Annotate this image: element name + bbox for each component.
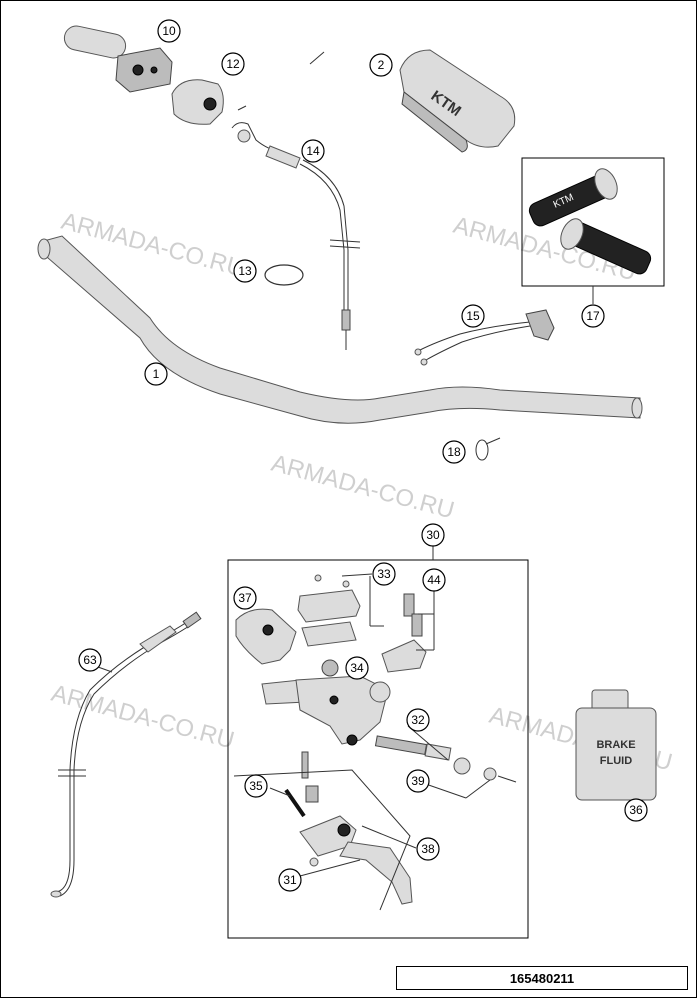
- grip-set: KTM: [528, 168, 652, 275]
- throttle-housing: [171, 79, 247, 125]
- callout-10: 10: [157, 19, 181, 43]
- svg-text:31: 31: [283, 873, 297, 887]
- svg-text:32: 32: [411, 713, 425, 727]
- callout-2: 2: [369, 53, 393, 77]
- svg-text:63: 63: [83, 653, 97, 667]
- callout-15: 15: [461, 304, 485, 328]
- callout-12: 12: [221, 52, 245, 76]
- spring: [284, 751, 319, 818]
- svg-text:2: 2: [378, 58, 385, 72]
- svg-text:34: 34: [350, 661, 364, 675]
- cable-tie: [475, 437, 501, 461]
- svg-text:15: 15: [466, 309, 480, 323]
- svg-text:18: 18: [447, 445, 461, 459]
- reservoir-cover: [297, 589, 361, 623]
- svg-text:13: 13: [238, 264, 252, 278]
- callout-33: 33: [372, 562, 396, 586]
- brake-fluid-bottle: BRAKE FLUID: [575, 689, 657, 801]
- reservoir-guard: [235, 608, 297, 665]
- svg-text:10: 10: [162, 24, 176, 38]
- clamp-and-bolts: [381, 593, 427, 673]
- brake-assembly-box: [227, 559, 529, 939]
- svg-text:17: 17: [586, 309, 600, 323]
- reference-number: 165480211: [396, 966, 688, 990]
- callout-18: 18: [442, 440, 466, 464]
- brake-lever: [299, 815, 413, 905]
- callout-38: 38: [416, 837, 440, 861]
- svg-text:38: 38: [421, 842, 435, 856]
- svg-text:33: 33: [377, 567, 391, 581]
- callout-36: 36: [624, 798, 648, 822]
- callout-1: 1: [144, 362, 168, 386]
- callout-39: 39: [406, 769, 430, 793]
- seal-ring: [453, 757, 517, 783]
- svg-text:14: 14: [306, 144, 320, 158]
- cover-seal: [321, 659, 339, 677]
- screw-1: [314, 574, 322, 582]
- callout-32: 32: [406, 708, 430, 732]
- piston-kit: [374, 735, 452, 761]
- svg-text:36: 36: [629, 803, 643, 817]
- clutch-cable: [50, 611, 202, 898]
- callout-13: 13: [233, 259, 257, 283]
- callout-17: 17: [581, 304, 605, 328]
- handlebar-end-right: [631, 397, 643, 419]
- callout-44: 44: [422, 568, 446, 592]
- screw-2: [342, 580, 350, 588]
- svg-text:1: 1: [153, 367, 160, 381]
- bottle-label-line2: FLUID: [600, 755, 632, 767]
- master-cylinder-body: [261, 675, 391, 746]
- handlebar-pad: KTM: [399, 49, 516, 153]
- svg-text:30: 30: [426, 528, 440, 542]
- callout-30: 30: [421, 523, 445, 547]
- callout-14: 14: [301, 139, 325, 163]
- svg-text:12: 12: [226, 57, 240, 71]
- handlebar: [39, 235, 641, 424]
- callout-63: 63: [78, 648, 102, 672]
- reservoir-membrane: [301, 621, 357, 647]
- handlebar-end: [37, 238, 51, 260]
- callout-31: 31: [278, 868, 302, 892]
- svg-text:35: 35: [249, 779, 263, 793]
- callout-34: 34: [345, 656, 369, 680]
- throttle-grip: [63, 25, 173, 93]
- svg-text:39: 39: [411, 774, 425, 788]
- svg-text:44: 44: [427, 573, 441, 587]
- kill-switch: [414, 309, 555, 366]
- bottle-label-line1: BRAKE: [596, 739, 635, 751]
- throttle-cable: [231, 122, 361, 350]
- watermark-3: ARMADA-CO.RU: [268, 450, 457, 525]
- sleeve-ring: [264, 264, 304, 286]
- svg-text:37: 37: [238, 591, 252, 605]
- callout-35: 35: [244, 774, 268, 798]
- callout-37: 37: [233, 586, 257, 610]
